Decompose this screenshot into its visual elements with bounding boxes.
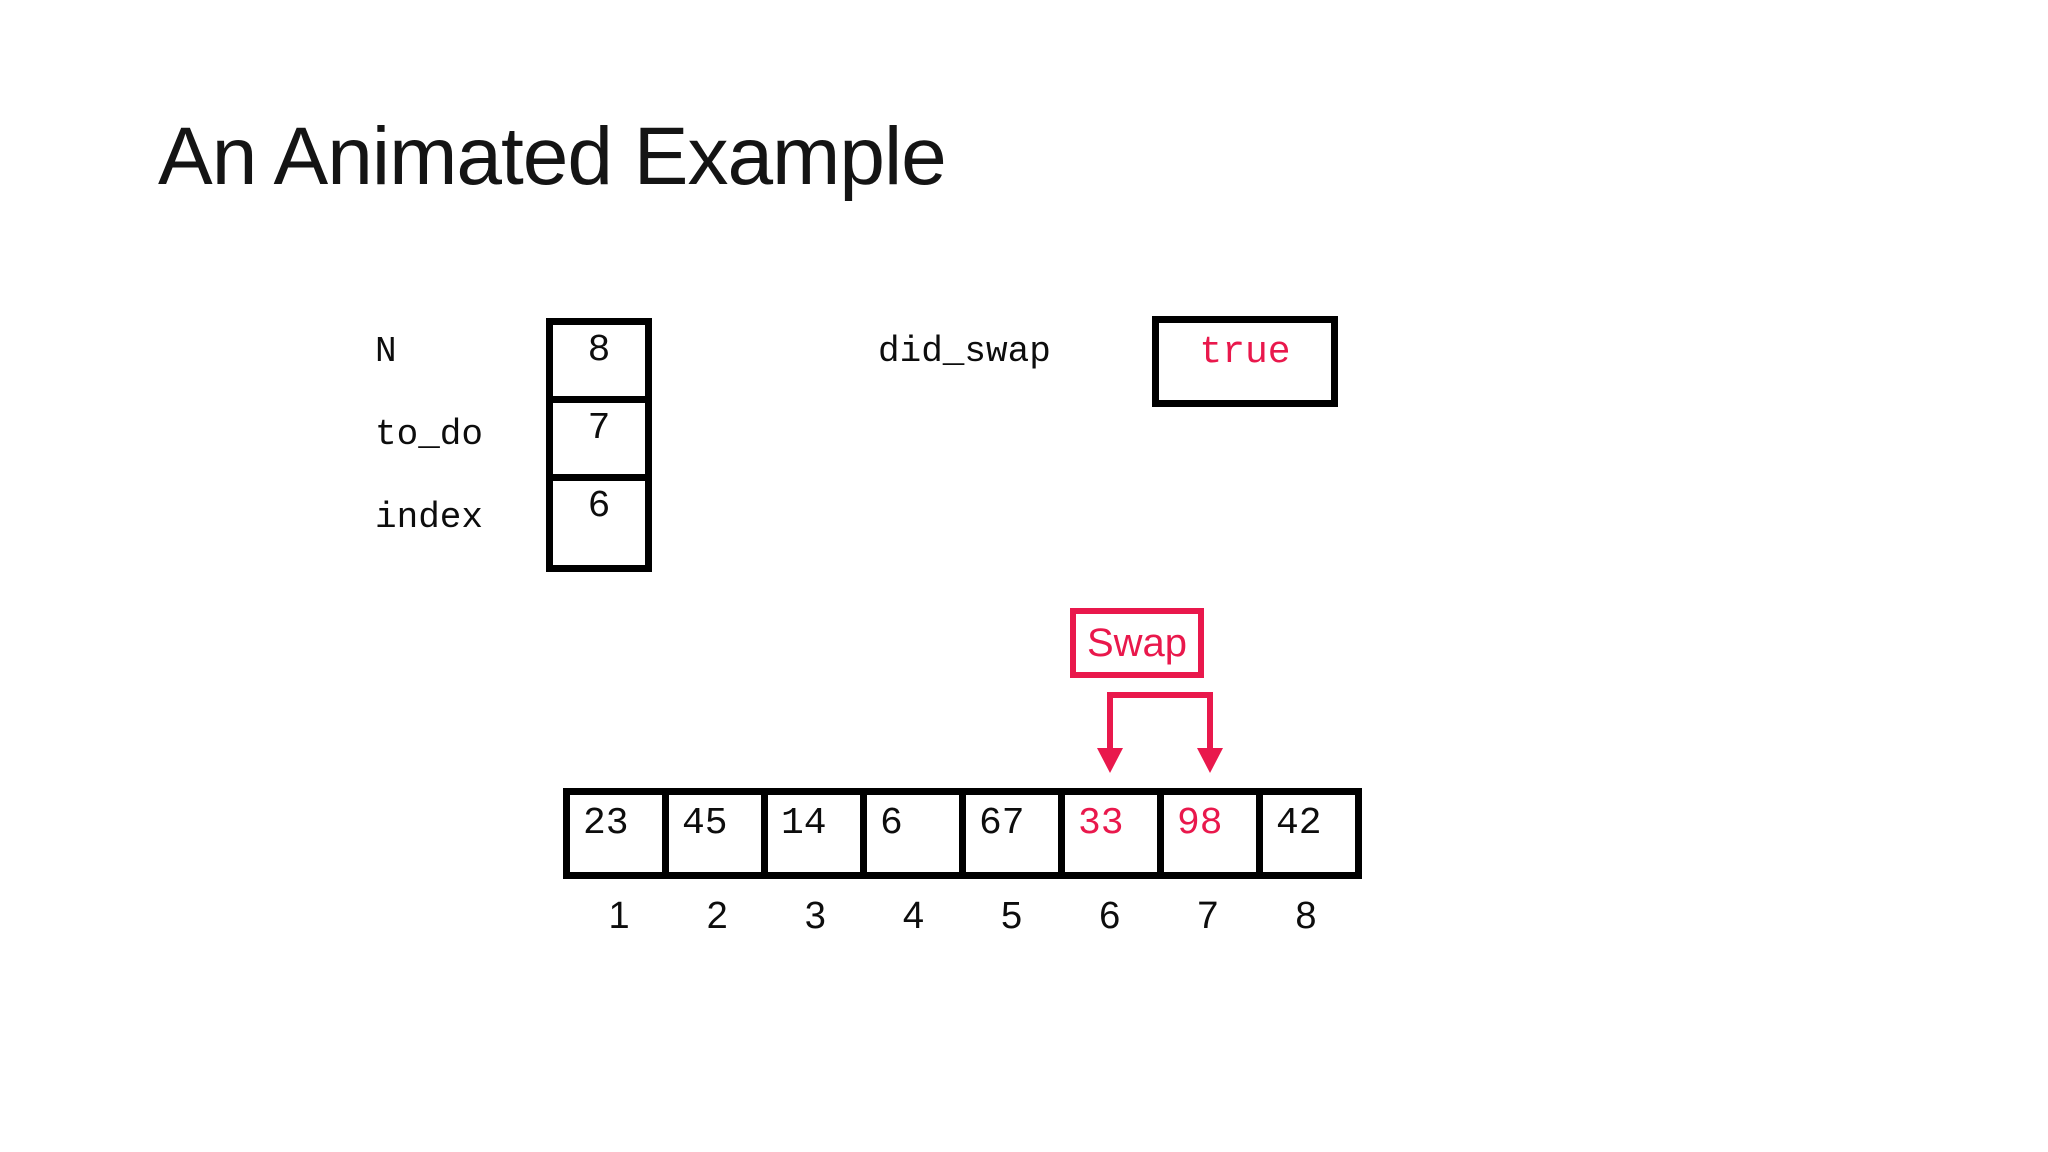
variable-label-to-do: to_do	[375, 414, 484, 455]
array-cell-7-highlighted: 98	[1164, 795, 1263, 872]
swap-annotation-box: Swap	[1070, 608, 1204, 678]
down-arrow-icon-right	[1197, 748, 1223, 773]
array-index-3: 3	[804, 895, 826, 937]
array-index-8: 8	[1295, 895, 1317, 937]
array-cell-5: 67	[966, 795, 1065, 872]
slide-title: An Animated Example	[158, 111, 947, 202]
array-index-row: 1 2 3 4 5 6 7 8	[570, 895, 1355, 938]
variable-value-stack: 8 7 6	[546, 318, 652, 572]
variable-value-index: 6	[587, 485, 611, 528]
did-swap-value-box: true	[1152, 316, 1338, 407]
array-cell-1: 23	[570, 795, 669, 872]
array-cell-4: 6	[867, 795, 966, 872]
swap-annotation-label: Swap	[1086, 621, 1188, 665]
array-index-4: 4	[902, 895, 924, 937]
did-swap-value: true	[1199, 331, 1291, 374]
array-index-2: 2	[706, 895, 728, 937]
did-swap-label: did_swap	[878, 331, 1051, 372]
array-index-7: 7	[1197, 895, 1219, 937]
array-cell-6-highlighted: 33	[1065, 795, 1164, 872]
array-cell-8: 42	[1263, 795, 1355, 872]
variable-value-n: 8	[553, 325, 645, 403]
array-index-6: 6	[1099, 895, 1121, 937]
array-index-1: 1	[608, 895, 630, 937]
swap-bracket-right-stem	[1207, 692, 1213, 750]
array: 23 45 14 6 67 33 98 42	[563, 788, 1362, 879]
variable-label-n: N	[375, 331, 397, 372]
variable-label-index: index	[375, 497, 484, 538]
array-cell-2: 45	[669, 795, 768, 872]
down-arrow-icon-left	[1097, 748, 1123, 773]
swap-bracket-left-stem	[1107, 692, 1113, 750]
swap-bracket-horizontal	[1107, 692, 1213, 698]
array-cell-3: 14	[768, 795, 867, 872]
variable-value-to-do: 7	[553, 403, 645, 481]
array-index-5: 5	[1000, 895, 1023, 937]
